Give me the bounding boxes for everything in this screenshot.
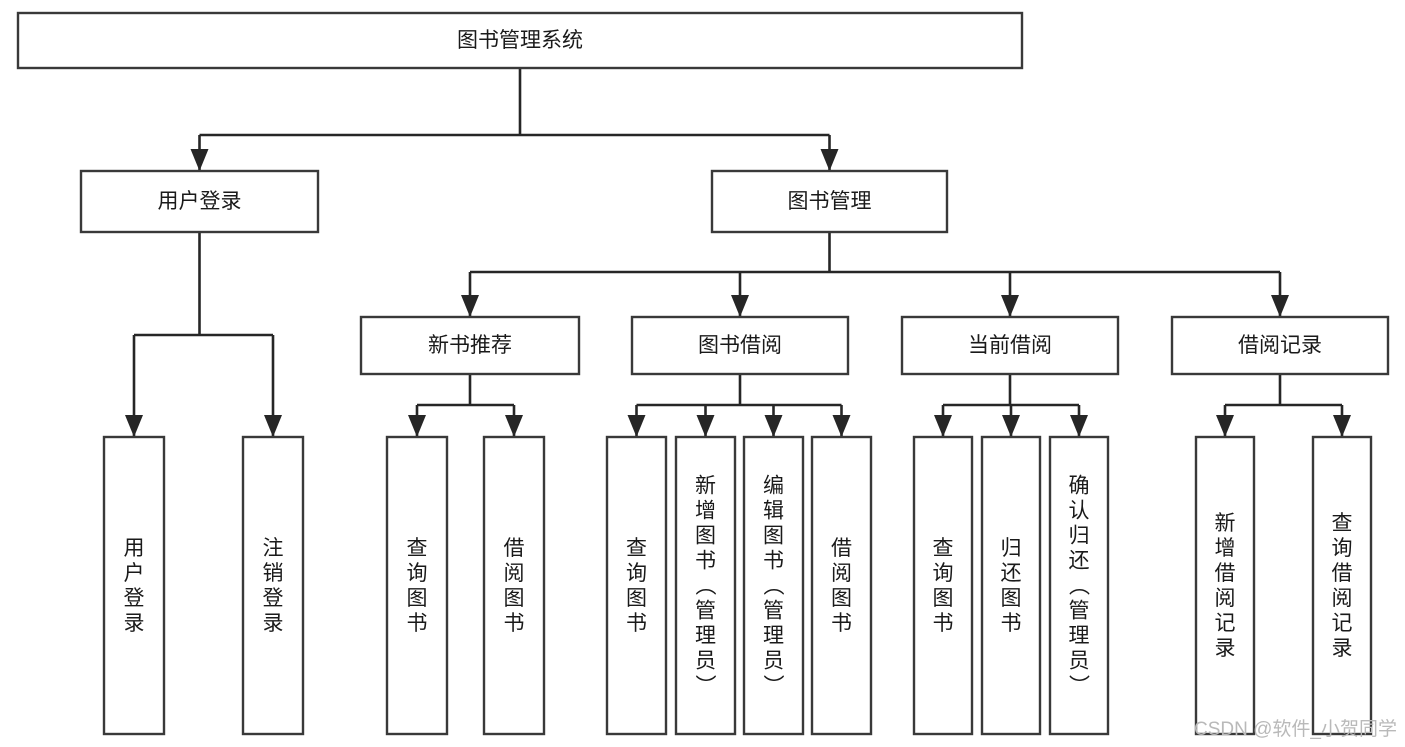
connector-arrowhead-borrow-record-1 (1333, 415, 1351, 437)
node-label-cur-confirm-ret: 确认归还（管理员） (1069, 475, 1091, 698)
node-root[interactable]: 图书管理系统 (16, 11, 1024, 70)
node-borrow-add-book[interactable]: 新增图书（管理员） (674, 435, 737, 736)
node-label-rec-query-record: 查询借阅记录 (1332, 512, 1353, 660)
connector-arrowhead-borrow-record-0 (1216, 415, 1234, 437)
node-user-login-do[interactable]: 用户登录 (102, 435, 166, 736)
node-box-cur-return-book[interactable] (980, 435, 1042, 736)
node-box-user-login[interactable] (79, 169, 320, 234)
connector-arrowhead-new-book-rec-1 (505, 415, 523, 437)
node-label-cur-return-book: 归还图书 (1001, 537, 1022, 635)
node-box-current-borrow[interactable] (900, 315, 1120, 376)
node-box-rec-query-book[interactable] (385, 435, 449, 736)
node-box-rec-add-record[interactable] (1194, 435, 1256, 736)
node-book-manage[interactable]: 图书管理 (710, 169, 949, 234)
node-box-borrow-query-book[interactable] (605, 435, 668, 736)
node-box-borrow-add-book[interactable] (674, 435, 737, 736)
node-borrow-record[interactable]: 借阅记录 (1170, 315, 1390, 376)
node-label-borrow-edit-book: 编辑图书（管理员） (763, 475, 785, 698)
node-box-borrow-record[interactable] (1170, 315, 1390, 376)
node-label-borrow-add-book: 新增图书（管理员） (695, 475, 717, 698)
node-label-borrow-record: 借阅记录 (1238, 334, 1322, 357)
node-user-login[interactable]: 用户登录 (79, 169, 320, 234)
node-user-logout[interactable]: 注销登录 (241, 435, 305, 736)
node-label-book-manage: 图书管理 (788, 190, 872, 213)
node-borrow-query-book[interactable]: 查询图书 (605, 435, 668, 736)
node-borrow-edit-book[interactable]: 编辑图书（管理员） (742, 435, 805, 736)
node-box-cur-query-book[interactable] (912, 435, 974, 736)
node-cur-confirm-ret[interactable]: 确认归还（管理员） (1048, 435, 1110, 736)
node-label-user-login: 用户登录 (158, 190, 242, 213)
connector-arrowhead-current-borrow-2 (1070, 415, 1088, 437)
node-box-user-login-do[interactable] (102, 435, 166, 736)
node-box-book-borrow[interactable] (630, 315, 850, 376)
node-box-rec-query-record[interactable] (1311, 435, 1373, 736)
connector-arrowhead-new-book-rec-0 (408, 415, 426, 437)
node-rec-add-record[interactable]: 新增借阅记录 (1194, 435, 1256, 736)
connector-arrowhead-user-login-1 (264, 415, 282, 437)
node-borrow-do-borrow[interactable]: 借阅图书 (810, 435, 873, 736)
node-book-borrow[interactable]: 图书借阅 (630, 315, 850, 376)
connector-arrowhead-user-login-0 (125, 415, 143, 437)
node-box-rec-borrow-book[interactable] (482, 435, 546, 736)
connector-arrowhead-current-borrow-1 (1002, 415, 1020, 437)
connector-arrowhead-book-borrow-1 (696, 415, 715, 437)
node-label-borrow-do-borrow: 借阅图书 (831, 537, 852, 635)
connector-arrowhead-current-borrow-0 (934, 415, 952, 437)
node-rec-query-record[interactable]: 查询借阅记录 (1311, 435, 1373, 736)
node-box-user-logout[interactable] (241, 435, 305, 736)
node-label-borrow-query-book: 查询图书 (626, 537, 647, 635)
node-box-book-manage[interactable] (710, 169, 949, 234)
connector-layer (125, 68, 1351, 437)
node-current-borrow[interactable]: 当前借阅 (900, 315, 1120, 376)
node-label-current-borrow: 当前借阅 (968, 334, 1052, 357)
node-label-root: 图书管理系统 (457, 29, 583, 52)
node-label-rec-borrow-book: 借阅图书 (504, 537, 525, 635)
node-rec-borrow-book[interactable]: 借阅图书 (482, 435, 546, 736)
node-label-cur-query-book: 查询图书 (933, 537, 954, 635)
node-box-cur-confirm-ret[interactable] (1048, 435, 1110, 736)
connector-arrowhead-book-manage-0 (461, 295, 479, 317)
watermark-label: CSDN @软件_小贺同学 (1194, 718, 1397, 740)
node-layer: 图书管理系统用户登录图书管理用户登录注销登录新书推荐图书借阅当前借阅借阅记录查询… (16, 11, 1390, 736)
connector-arrowhead-book-borrow-2 (764, 415, 783, 437)
node-cur-return-book[interactable]: 归还图书 (980, 435, 1042, 736)
node-cur-query-book[interactable]: 查询图书 (912, 435, 974, 736)
node-label-rec-add-record: 新增借阅记录 (1215, 512, 1236, 660)
node-new-book-rec[interactable]: 新书推荐 (359, 315, 581, 376)
node-label-book-borrow: 图书借阅 (698, 334, 782, 357)
connector-arrowhead-book-manage-2 (1001, 295, 1019, 317)
node-label-user-logout: 注销登录 (263, 537, 284, 635)
node-box-borrow-do-borrow[interactable] (810, 435, 873, 736)
connector-arrowhead-root-0 (190, 149, 209, 171)
node-box-borrow-edit-book[interactable] (742, 435, 805, 736)
connector-arrowhead-root-1 (820, 149, 839, 171)
node-box-root[interactable] (16, 11, 1024, 70)
node-label-new-book-rec: 新书推荐 (428, 334, 512, 357)
connector-arrowhead-book-manage-3 (1271, 295, 1289, 317)
node-label-user-login-do: 用户登录 (124, 537, 145, 635)
node-label-rec-query-book: 查询图书 (407, 537, 428, 635)
node-box-new-book-rec[interactable] (359, 315, 581, 376)
connector-arrowhead-book-manage-1 (731, 295, 749, 317)
connector-arrowhead-book-borrow-3 (832, 415, 851, 437)
node-rec-query-book[interactable]: 查询图书 (385, 435, 449, 736)
connector-arrowhead-book-borrow-0 (627, 415, 646, 437)
